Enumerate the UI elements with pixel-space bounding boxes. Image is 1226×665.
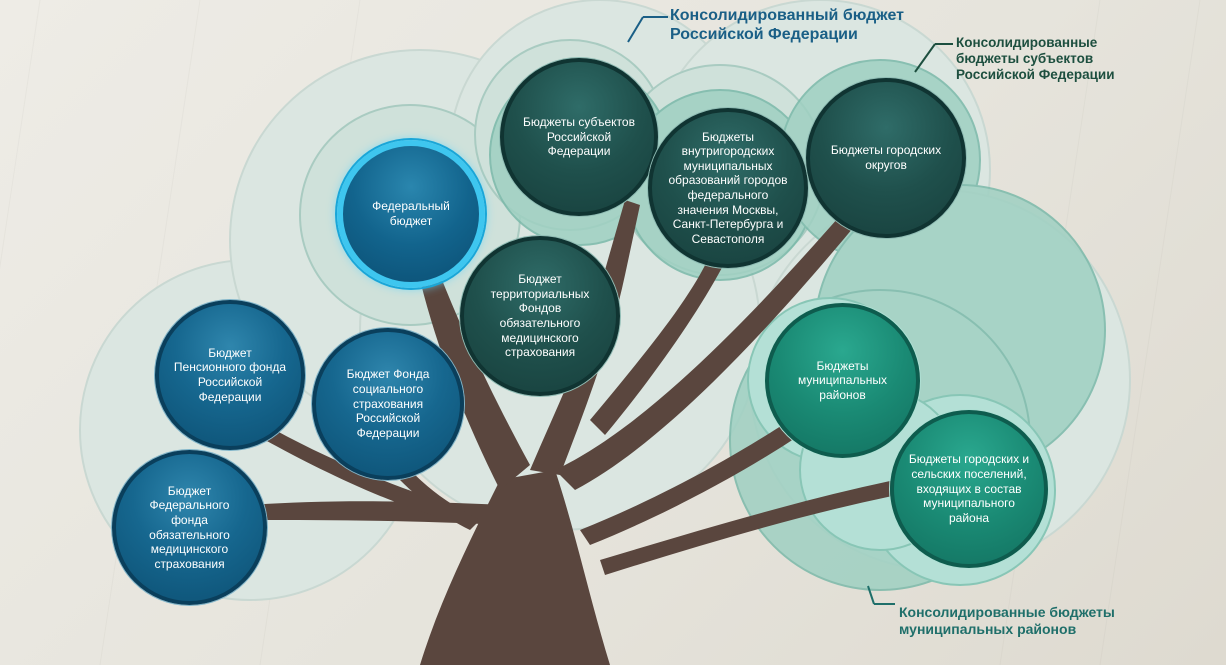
social-insurance-fund-text: Бюджет Фонда социального страхования Рос… [346, 367, 430, 440]
territorial-medical-funds-node: Бюджет территориальных Фондов обязательн… [460, 236, 620, 396]
city-district-budgets-text: Бюджеты городских округов [830, 143, 942, 172]
settlement-budgets-node: Бюджеты городских и сельских поселений, … [890, 410, 1048, 568]
pension-fund-node: Бюджет Пенсионного фонда Российской Феде… [155, 300, 305, 450]
intracity-budgets-node: Бюджеты внутригородских муниципальных об… [648, 108, 808, 268]
consolidated-subjects-label: Консолидированные бюджеты субъектов Росс… [956, 35, 1115, 83]
subject-budgets-text: Бюджеты субъектов Российской Федерации [523, 115, 635, 159]
intracity-budgets-text: Бюджеты внутригородских муниципальных об… [668, 129, 788, 246]
tree-trunk [250, 200, 897, 665]
settlement-budgets-text: Бюджеты городских и сельских поселений, … [908, 452, 1030, 525]
consolidated-rf-label: Консолидированный бюджет Российской Феде… [670, 7, 904, 44]
subject-budgets-node: Бюджеты субъектов Российской Федерации [500, 58, 658, 216]
federal-budget-text: Федеральный бюджет [372, 199, 450, 228]
territorial-medical-funds-text: Бюджет территориальных Фондов обязательн… [490, 272, 590, 360]
city-district-budgets-node: Бюджеты городских округов [806, 78, 966, 238]
municipal-district-budgets-node: Бюджеты муниципальных районов [765, 303, 920, 458]
pension-fund-text: Бюджет Пенсионного фонда Российской Феде… [173, 345, 287, 404]
federal-budget-node: Федеральный бюджет [337, 140, 485, 288]
federal-medical-fund-text: Бюджет Федерального фонда обязательного … [149, 483, 230, 571]
social-insurance-fund-node: Бюджет Фонда социального страхования Рос… [312, 328, 464, 480]
federal-medical-fund-node: Бюджет Федерального фонда обязательного … [112, 450, 267, 605]
municipal-district-budgets-text: Бюджеты муниципальных районов [798, 358, 887, 402]
consolidated-municipal-label: Консолидированные бюджеты муниципальных … [899, 604, 1115, 637]
